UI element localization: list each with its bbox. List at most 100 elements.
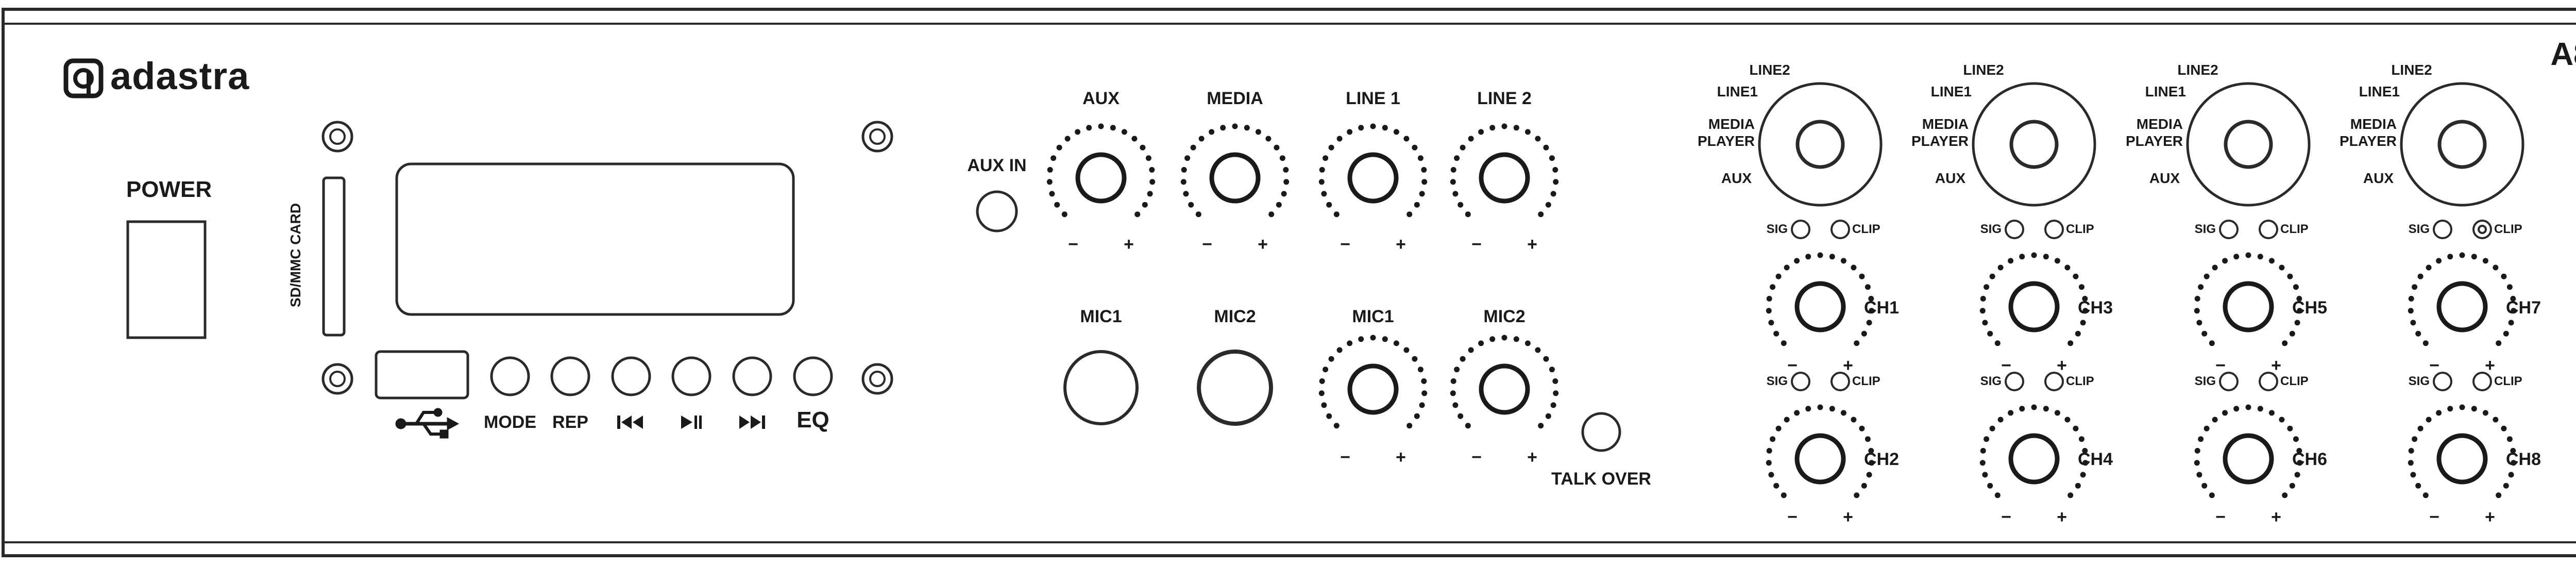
scale-dot	[2082, 308, 2089, 314]
plus-label: +	[1396, 447, 1406, 467]
scale-dot	[1982, 472, 1988, 478]
ch2-sig-led	[1791, 372, 1810, 391]
line1-volume-knob[interactable]	[1318, 123, 1428, 218]
scale-dot	[2417, 425, 2424, 431]
scale-dot	[2410, 320, 2416, 326]
scale-dot	[1414, 413, 1420, 419]
aux-knob-label: AUX	[1082, 89, 1120, 108]
ch7-label: CH7	[2506, 298, 2541, 318]
mic2-volume-knob[interactable]	[1450, 335, 1559, 429]
mic2-jack[interactable]	[1197, 350, 1273, 426]
scale-dot	[1421, 390, 1428, 396]
talk-over-button[interactable]	[1581, 412, 1621, 452]
ch3-volume-knob[interactable]	[1979, 252, 2089, 346]
scale-dot	[1198, 136, 1205, 142]
scale-dot	[2204, 273, 2210, 279]
zone4-player-label: PLAYER	[2339, 133, 2397, 149]
knob-cap[interactable]	[1075, 152, 1127, 204]
scale-dot	[2410, 472, 2416, 478]
sig-label: SIG	[1980, 222, 2002, 236]
mode-button[interactable]	[490, 356, 530, 396]
knob-cap[interactable]	[2223, 433, 2274, 485]
scale-dot	[1279, 155, 1285, 161]
scale-dot	[2233, 406, 2240, 412]
previous-track-button[interactable]	[611, 356, 651, 396]
scale-dot	[2287, 425, 2293, 431]
scale-dot	[2268, 258, 2275, 264]
scale-dot	[2031, 252, 2037, 258]
plus-label: +	[1843, 356, 1853, 375]
knob-cap[interactable]	[1209, 152, 1261, 204]
scale-dot	[2408, 295, 2414, 302]
ch3-clip-led	[2044, 220, 2064, 239]
ch2-volume-knob[interactable]	[1766, 404, 1875, 498]
knob-cap[interactable]	[1794, 433, 1846, 485]
scale-dot	[2257, 406, 2263, 412]
power-switch[interactable]	[126, 220, 207, 339]
screw-icon	[861, 363, 893, 395]
scale-dot	[1190, 144, 1196, 151]
ch1-clip-led	[1831, 220, 1850, 239]
media-display	[395, 162, 795, 316]
ch1-volume-knob[interactable]	[1766, 252, 1875, 346]
mic1-volume-knob[interactable]	[1318, 335, 1428, 429]
scale-dot	[1047, 167, 1053, 173]
knob-cap[interactable]	[2008, 281, 2060, 333]
scale-dot	[2501, 273, 2507, 279]
knob-cap[interactable]	[1347, 363, 1399, 415]
zone1-source-selector[interactable]	[1758, 82, 1883, 207]
scale-dot	[1465, 211, 1471, 218]
aux-volume-knob[interactable]	[1046, 123, 1156, 218]
scale-dot	[1489, 336, 1496, 342]
zone3-source-selector[interactable]	[2186, 82, 2311, 207]
scale-dot	[1382, 125, 1388, 131]
scale-dot	[1147, 191, 1153, 197]
scale-dot	[1393, 129, 1399, 135]
rep-button[interactable]	[550, 356, 590, 396]
scale-dot	[1209, 129, 1215, 135]
zone4-source-selector[interactable]	[2400, 82, 2524, 207]
ch8-volume-knob[interactable]	[2408, 404, 2517, 498]
scale-dot	[2426, 417, 2432, 423]
scale-dot	[1460, 356, 1466, 362]
eq-button[interactable]	[793, 356, 833, 396]
ch6-volume-knob[interactable]	[2194, 404, 2303, 498]
knob-cap[interactable]	[1347, 152, 1399, 204]
scale-dot	[1276, 202, 1282, 208]
knob-cap[interactable]	[2436, 281, 2488, 333]
knob-cap[interactable]	[2223, 281, 2274, 333]
knob-cap[interactable]	[1479, 363, 1530, 415]
ch7-volume-knob[interactable]	[2408, 252, 2517, 346]
media-volume-knob[interactable]	[1180, 123, 1290, 218]
ch5-volume-knob[interactable]	[2194, 252, 2303, 346]
scale-dot	[1987, 483, 1993, 489]
scale-dot	[2510, 295, 2516, 302]
scale-dot	[1061, 211, 1067, 218]
knob-cap[interactable]	[1479, 152, 1530, 204]
scale-dot	[2412, 436, 2418, 442]
knob-cap[interactable]	[2008, 433, 2060, 485]
sd-card-slot[interactable]	[322, 176, 346, 337]
zone2-source-selector[interactable]	[1972, 82, 2096, 207]
mic1-jack[interactable]	[1063, 350, 1139, 425]
aux-in-jack[interactable]	[976, 190, 1018, 232]
scale-dot	[1195, 211, 1201, 218]
scale-dot	[1478, 129, 1484, 135]
line2-volume-knob[interactable]	[1450, 123, 1559, 218]
scale-dot	[1840, 410, 1846, 416]
scale-dot	[1333, 423, 1340, 429]
scale-dot	[2067, 492, 2074, 498]
scale-dot	[1543, 356, 1549, 362]
next-track-button[interactable]	[732, 356, 772, 396]
scale-dot	[1180, 179, 1187, 185]
knob-cap[interactable]	[2436, 433, 2488, 485]
ch1-sig-led	[1791, 220, 1810, 239]
play-pause-button[interactable]	[671, 356, 711, 396]
ch2-label: CH2	[1864, 450, 1900, 469]
knob-cap[interactable]	[1794, 281, 1846, 333]
scale-dot	[1333, 211, 1340, 218]
ch4-volume-knob[interactable]	[1979, 404, 2089, 498]
usb-port[interactable]	[375, 350, 469, 400]
ch8-label: CH8	[2506, 450, 2541, 469]
sd-card-label: SD/MMC CARD	[287, 203, 303, 308]
